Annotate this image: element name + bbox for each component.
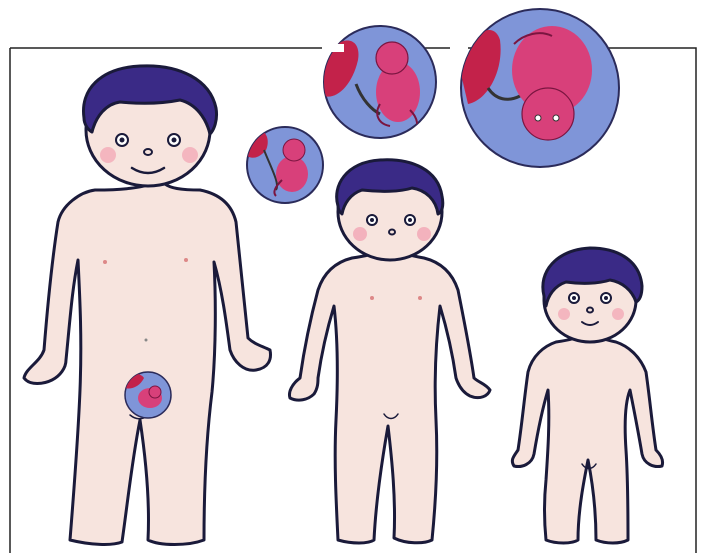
fetus-bubble-small	[244, 127, 323, 203]
fetus-bubble-large	[460, 9, 619, 167]
womb-fetus	[125, 372, 171, 418]
fetus-bubble-medium	[322, 26, 436, 138]
frame-gap	[322, 44, 344, 52]
small-child-figure	[512, 248, 662, 543]
adult-figure	[24, 66, 270, 545]
child-figure	[289, 160, 490, 543]
